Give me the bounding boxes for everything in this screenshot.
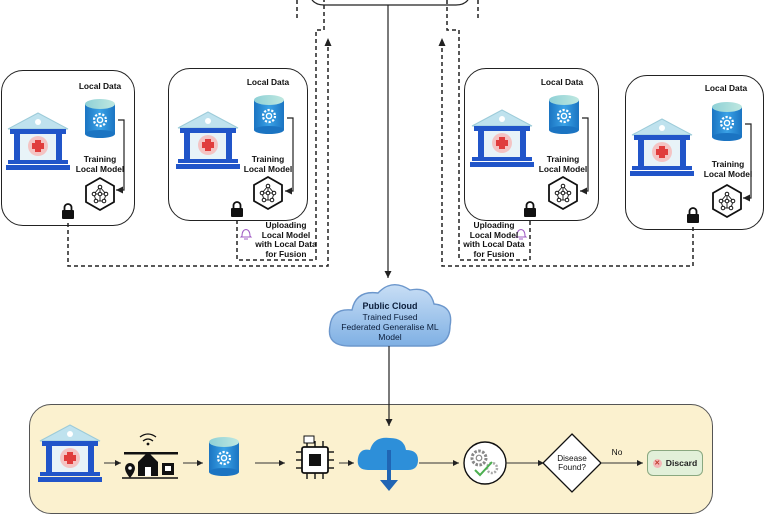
decision-label: Disease Found?	[557, 454, 587, 473]
cloud-download-icon	[357, 437, 418, 491]
hospital-icon-4	[629, 118, 695, 177]
local-data-label-3: Local Data	[540, 77, 584, 87]
hospital-icon-2	[175, 111, 241, 170]
dashed-link-client4	[441, 40, 694, 267]
discard-icon: ✕	[652, 458, 662, 468]
neural-network-icon-4	[712, 184, 742, 218]
diagram-graphics	[5, 0, 752, 493]
lock-icon-1	[61, 203, 75, 220]
upload-caption-3: Uploading Local Model with Local Data fo…	[463, 220, 525, 259]
upload-caption-2: Uploading Local Model with Local Data fo…	[255, 220, 317, 259]
processing-chip-icon	[296, 435, 334, 479]
training-label-1: Training Local Model	[75, 154, 125, 174]
local-data-label-1: Local Data	[78, 81, 122, 91]
training-label-3: Training Local Model	[538, 154, 588, 174]
server-box-edge	[311, 0, 469, 6]
database-icon-2	[252, 93, 286, 136]
local-data-label-2: Local Data	[246, 77, 290, 87]
local-data-label-4: Local Data	[704, 83, 748, 93]
public-cloud-shape	[328, 284, 452, 347]
hospital-icon-3	[469, 109, 535, 168]
discard-label: Discard	[665, 458, 698, 468]
hospital-icon-pipeline	[37, 424, 103, 483]
dashed-link-client2	[236, 0, 325, 261]
public-cloud-title: Public Cloud	[362, 301, 418, 311]
training-label-4: Training Local Model	[703, 159, 753, 179]
decision-diamond	[542, 433, 602, 493]
training-label-2: Training Local Model	[243, 154, 293, 174]
neural-network-icon-2	[253, 176, 283, 210]
database-icon-4	[710, 100, 744, 143]
dashed-top-right-short	[477, 0, 479, 21]
neural-network-icon-1	[85, 177, 115, 211]
database-icon-1	[83, 97, 117, 140]
no-label: No	[611, 447, 623, 457]
database-icon-3	[547, 93, 581, 136]
lock-icon-3	[523, 201, 537, 218]
hospital-icon-1	[5, 112, 71, 171]
lock-icon-4	[686, 207, 700, 224]
dashed-link-client3	[446, 0, 531, 261]
dashed-top-left-short	[296, 0, 298, 21]
gear-check-icon	[463, 441, 507, 485]
database-icon-pipeline	[207, 435, 241, 478]
dashed-link-client1	[67, 40, 329, 267]
lock-icon-2	[230, 201, 244, 218]
public-cloud-body: Trained Fused Federated Generalise ML Mo…	[341, 311, 439, 343]
neural-network-icon-3	[548, 176, 578, 210]
public-cloud-text: Public Cloud Trained Fused Federated Gen…	[334, 301, 446, 343]
discard-box: ✕ Discard	[647, 450, 703, 476]
iot-home-icon	[122, 433, 178, 479]
